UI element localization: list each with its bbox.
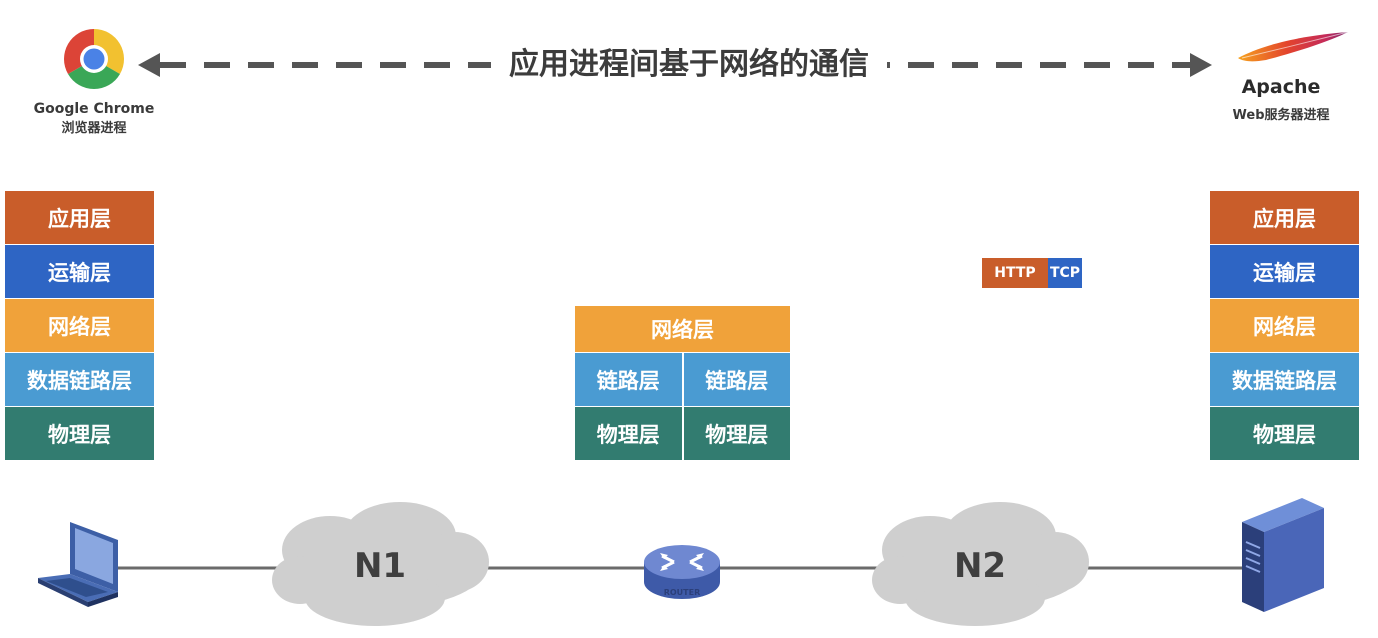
- client-app-name: Google Chrome: [33, 101, 155, 117]
- client-application-layer: 应用层: [5, 191, 154, 244]
- server-icon: [1242, 498, 1324, 612]
- server-protocol-stack: 应用层 运输层 网络层 数据链路层 物理层: [1210, 191, 1359, 461]
- server-process-label: Web服务器进程: [1232, 108, 1330, 123]
- router-protocol-stack: 网络层 链路层 链路层 物理层 物理层: [575, 306, 790, 461]
- server-transport-layer: 运输层: [1210, 245, 1359, 298]
- cloud-n1-icon: [272, 502, 489, 626]
- router-icon: [644, 545, 720, 599]
- cloud-n2-icon: [872, 502, 1089, 626]
- server-application-layer: 应用层: [1210, 191, 1359, 244]
- server-app-name: Apache: [1241, 76, 1321, 98]
- network-diagram: [38, 498, 1324, 626]
- client-data-link-layer: 数据链路层: [5, 353, 154, 406]
- cloud-n1-label: N1: [353, 546, 407, 586]
- client-physical-layer: 物理层: [5, 407, 154, 460]
- server-physical-layer: 物理层: [1210, 407, 1359, 460]
- server-network-layer: 网络层: [1210, 299, 1359, 352]
- client-process-label: 浏览器进程: [61, 121, 127, 136]
- client-transport-layer: 运输层: [5, 245, 154, 298]
- client-protocol-stack: 应用层 运输层 网络层 数据链路层 物理层: [5, 191, 154, 461]
- apache-feather-icon: [1238, 31, 1349, 62]
- communication-arrow: [138, 53, 1212, 77]
- router-physical-layer-left: 物理层: [575, 407, 682, 460]
- router-link-layer-left: 链路层: [575, 353, 682, 406]
- router-link-layer-right: 链路层: [683, 353, 790, 406]
- router-label: ROUTER: [663, 588, 701, 597]
- cloud-n2-label: N2: [953, 546, 1007, 586]
- page-title: 应用进程间基于网络的通信: [0, 40, 1378, 90]
- tcp-header: TCP: [1048, 258, 1082, 288]
- laptop-icon: [38, 522, 118, 607]
- packet-headers: HTTP TCP: [982, 258, 1082, 288]
- server-data-link-layer: 数据链路层: [1210, 353, 1359, 406]
- http-header: HTTP: [982, 258, 1048, 288]
- client-network-layer: 网络层: [5, 299, 154, 352]
- chrome-logo-icon: [64, 29, 124, 89]
- router-physical-layer-right: 物理层: [683, 407, 790, 460]
- router-network-layer: 网络层: [575, 306, 790, 352]
